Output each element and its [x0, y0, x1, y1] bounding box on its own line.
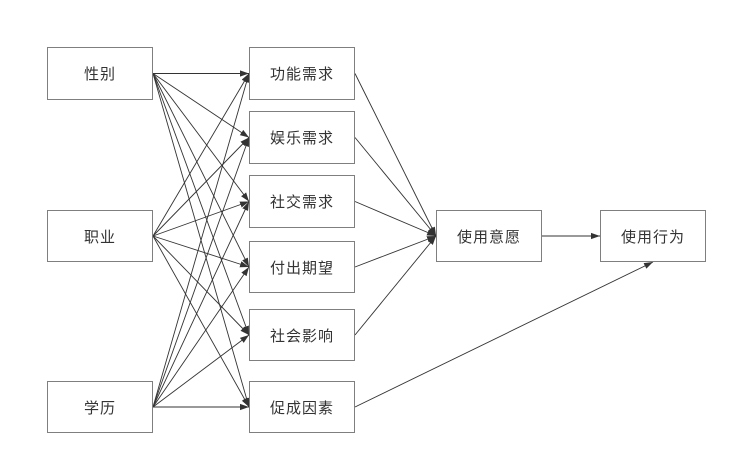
node-entertainment-needs: 娱乐需求	[249, 111, 355, 164]
node-label: 促成因素	[269, 398, 334, 417]
edge-social-to-intent	[354, 201, 437, 237]
node-label: 社交需求	[269, 193, 334, 211]
edge-gender-to-social	[152, 73, 250, 202]
edge-func-to-intent	[354, 73, 437, 237]
edge-occupation-to-func	[152, 73, 250, 237]
node-label: 性别	[83, 65, 116, 83]
node-effort-expectancy: 付出期望	[249, 241, 355, 293]
node-label: 职业	[83, 227, 116, 246]
node-label: 功能需求	[269, 65, 334, 83]
node-label: 娱乐需求	[269, 129, 334, 147]
node-usage-behavior: 使用行为	[600, 210, 706, 262]
edge-education-to-func	[152, 73, 250, 408]
edge-occupation-to-influence	[152, 235, 250, 336]
node-education: 学历	[47, 381, 153, 433]
node-social-needs: 社交需求	[249, 175, 355, 228]
node-usage-intention: 使用意愿	[436, 210, 542, 262]
edge-gender-to-ent	[152, 73, 250, 138]
node-label: 使用行为	[620, 227, 685, 246]
edge-education-to-effort	[152, 266, 250, 408]
node-gender: 性别	[47, 47, 153, 100]
node-label: 付出期望	[269, 258, 334, 277]
edge-occupation-to-social	[152, 201, 250, 237]
edge-occupation-to-effort	[152, 235, 250, 268]
edge-education-to-social	[152, 201, 250, 408]
node-label: 学历	[83, 398, 116, 417]
edge-effort-to-intent	[354, 235, 437, 268]
edge-occupation-to-ent	[152, 137, 250, 237]
node-functional-needs: 功能需求	[249, 47, 355, 100]
edge-gender-to-effort	[152, 73, 250, 268]
edge-gender-to-influence	[152, 73, 250, 336]
edge-education-to-influence	[152, 334, 250, 408]
node-label: 社会影响	[269, 326, 334, 345]
node-label: 使用意愿	[456, 227, 521, 246]
node-social-influence: 社会影响	[249, 309, 355, 361]
edge-facil-to-behavior	[354, 261, 654, 408]
edge-education-to-ent	[152, 137, 250, 408]
node-facilitating-conditions: 促成因素	[249, 381, 355, 433]
node-occupation: 职业	[47, 210, 153, 262]
edge-occupation-to-facil	[152, 235, 250, 408]
edge-ent-to-intent	[354, 137, 437, 237]
edge-influence-to-intent	[354, 235, 437, 336]
